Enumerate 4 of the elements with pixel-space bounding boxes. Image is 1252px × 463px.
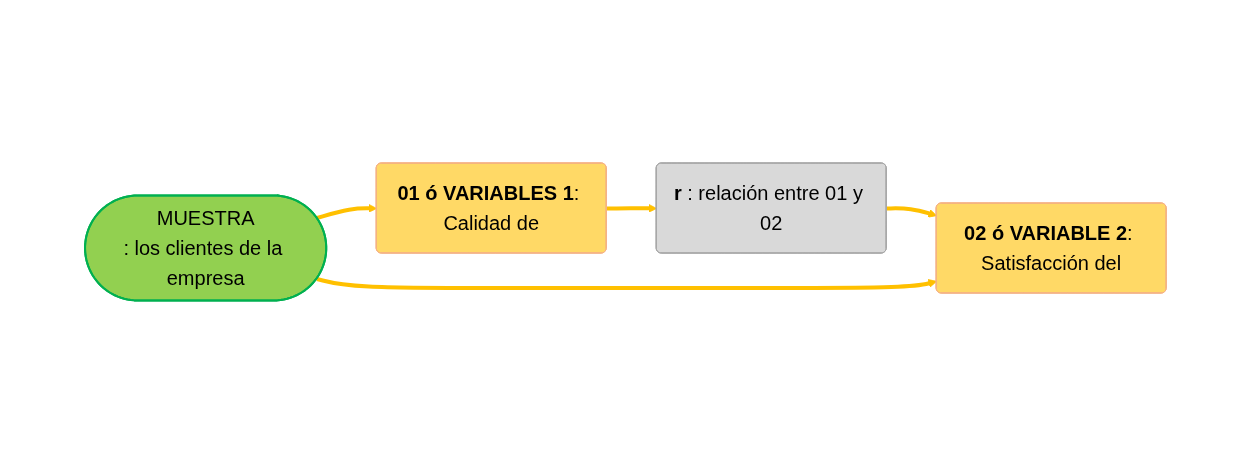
arrow bbox=[316, 276, 938, 290]
arrow bbox=[316, 203, 378, 220]
arrow bbox=[607, 203, 658, 213]
arrow bbox=[887, 206, 938, 218]
